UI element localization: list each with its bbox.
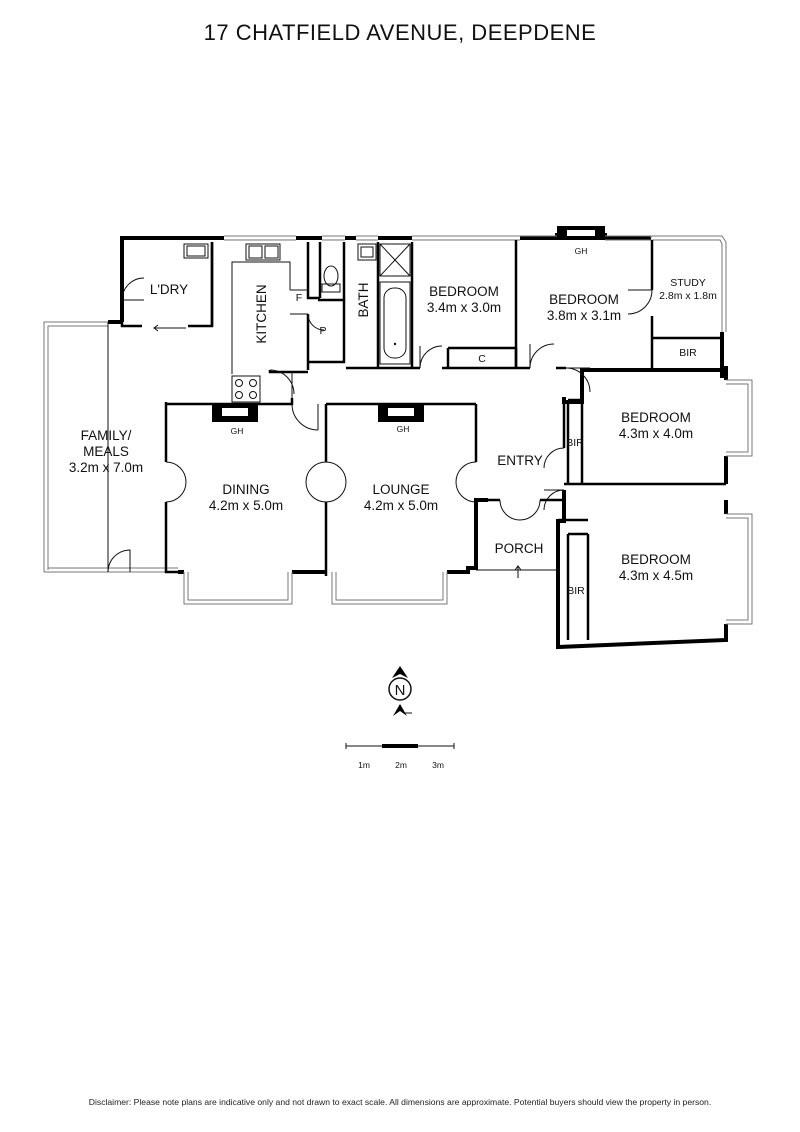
- toilet: [321, 283, 341, 293]
- family-meals-label-2: MEALS: [83, 444, 129, 459]
- disclaimer-text: Disclaimer: Please note plans are indica…: [88, 1097, 712, 1107]
- heaters: [212, 226, 605, 422]
- fixtures: [183, 243, 411, 403]
- page-title: 17 CHATFIELD AVENUE, DEEPDENE: [203, 20, 597, 45]
- scale-label-3m: 3m: [432, 760, 444, 770]
- entry-label: ENTRY: [497, 453, 543, 468]
- kitchen-fridge-label: F: [296, 292, 302, 304]
- porch-label: PORCH: [495, 541, 544, 556]
- dining-label: DINING: [222, 482, 269, 497]
- kitchen-label: KITCHEN: [254, 284, 269, 343]
- room-labels: L'DRY KITCHEN F P BATH BEDROOM 3.4m x 3.…: [69, 246, 717, 597]
- bedroom-1-label: BEDROOM: [429, 284, 499, 299]
- kitchen-pantry-label: P: [319, 325, 326, 337]
- windows: [43, 235, 753, 625]
- linen-cupboard-label: C: [478, 353, 486, 365]
- dining-gh-label: GH: [231, 426, 244, 436]
- bedroom-4-label: BEDROOM: [621, 552, 691, 567]
- study-size: 2.8m x 1.8m: [659, 290, 717, 302]
- bedroom-2-gh-label: GH: [575, 246, 588, 256]
- exterior-walls: [108, 233, 728, 650]
- scale-label-1m: 1m: [358, 760, 370, 770]
- bath-vanity: [357, 243, 377, 261]
- entry-arrows: [153, 324, 522, 578]
- lounge-size: 4.2m x 5.0m: [364, 498, 438, 513]
- dining-size: 4.2m x 5.0m: [209, 498, 283, 513]
- bedroom-2-size: 3.8m x 3.1m: [547, 308, 621, 323]
- bedroom-3-robe-label: BIR: [566, 437, 584, 449]
- family-meals-label-1: FAMILY/: [81, 428, 132, 443]
- cooktop: [231, 375, 261, 403]
- study-label: STUDY: [670, 277, 706, 289]
- lounge-gh-label: GH: [397, 424, 410, 434]
- door-swings: [107, 277, 653, 573]
- thin-lines: [107, 261, 558, 572]
- bedroom-3-label: BEDROOM: [621, 410, 691, 425]
- bedroom-4-size: 4.3m x 4.5m: [619, 568, 693, 583]
- kitchen-sink: [245, 243, 281, 261]
- study-robe-label: BIR: [679, 347, 697, 359]
- scale-bar: 1m 2m 3m: [345, 743, 455, 770]
- laundry-label: L'DRY: [150, 282, 188, 297]
- bath-label: BATH: [356, 282, 371, 317]
- bedroom-4-robe-label: BIR: [567, 585, 585, 597]
- bedroom-1-size: 3.4m x 3.0m: [427, 300, 501, 315]
- scale-label-2m: 2m: [395, 760, 407, 770]
- north-arrow-icon: N: [388, 666, 412, 716]
- bedroom-2-label: BEDROOM: [549, 292, 619, 307]
- lounge-label: LOUNGE: [372, 482, 429, 497]
- shower: [379, 243, 411, 277]
- bathtub: [379, 281, 411, 365]
- family-meals-size: 3.2m x 7.0m: [69, 460, 143, 475]
- bedroom-3-size: 4.3m x 4.0m: [619, 426, 693, 441]
- laundry-tub: [183, 243, 209, 259]
- compass-letter: N: [395, 682, 406, 699]
